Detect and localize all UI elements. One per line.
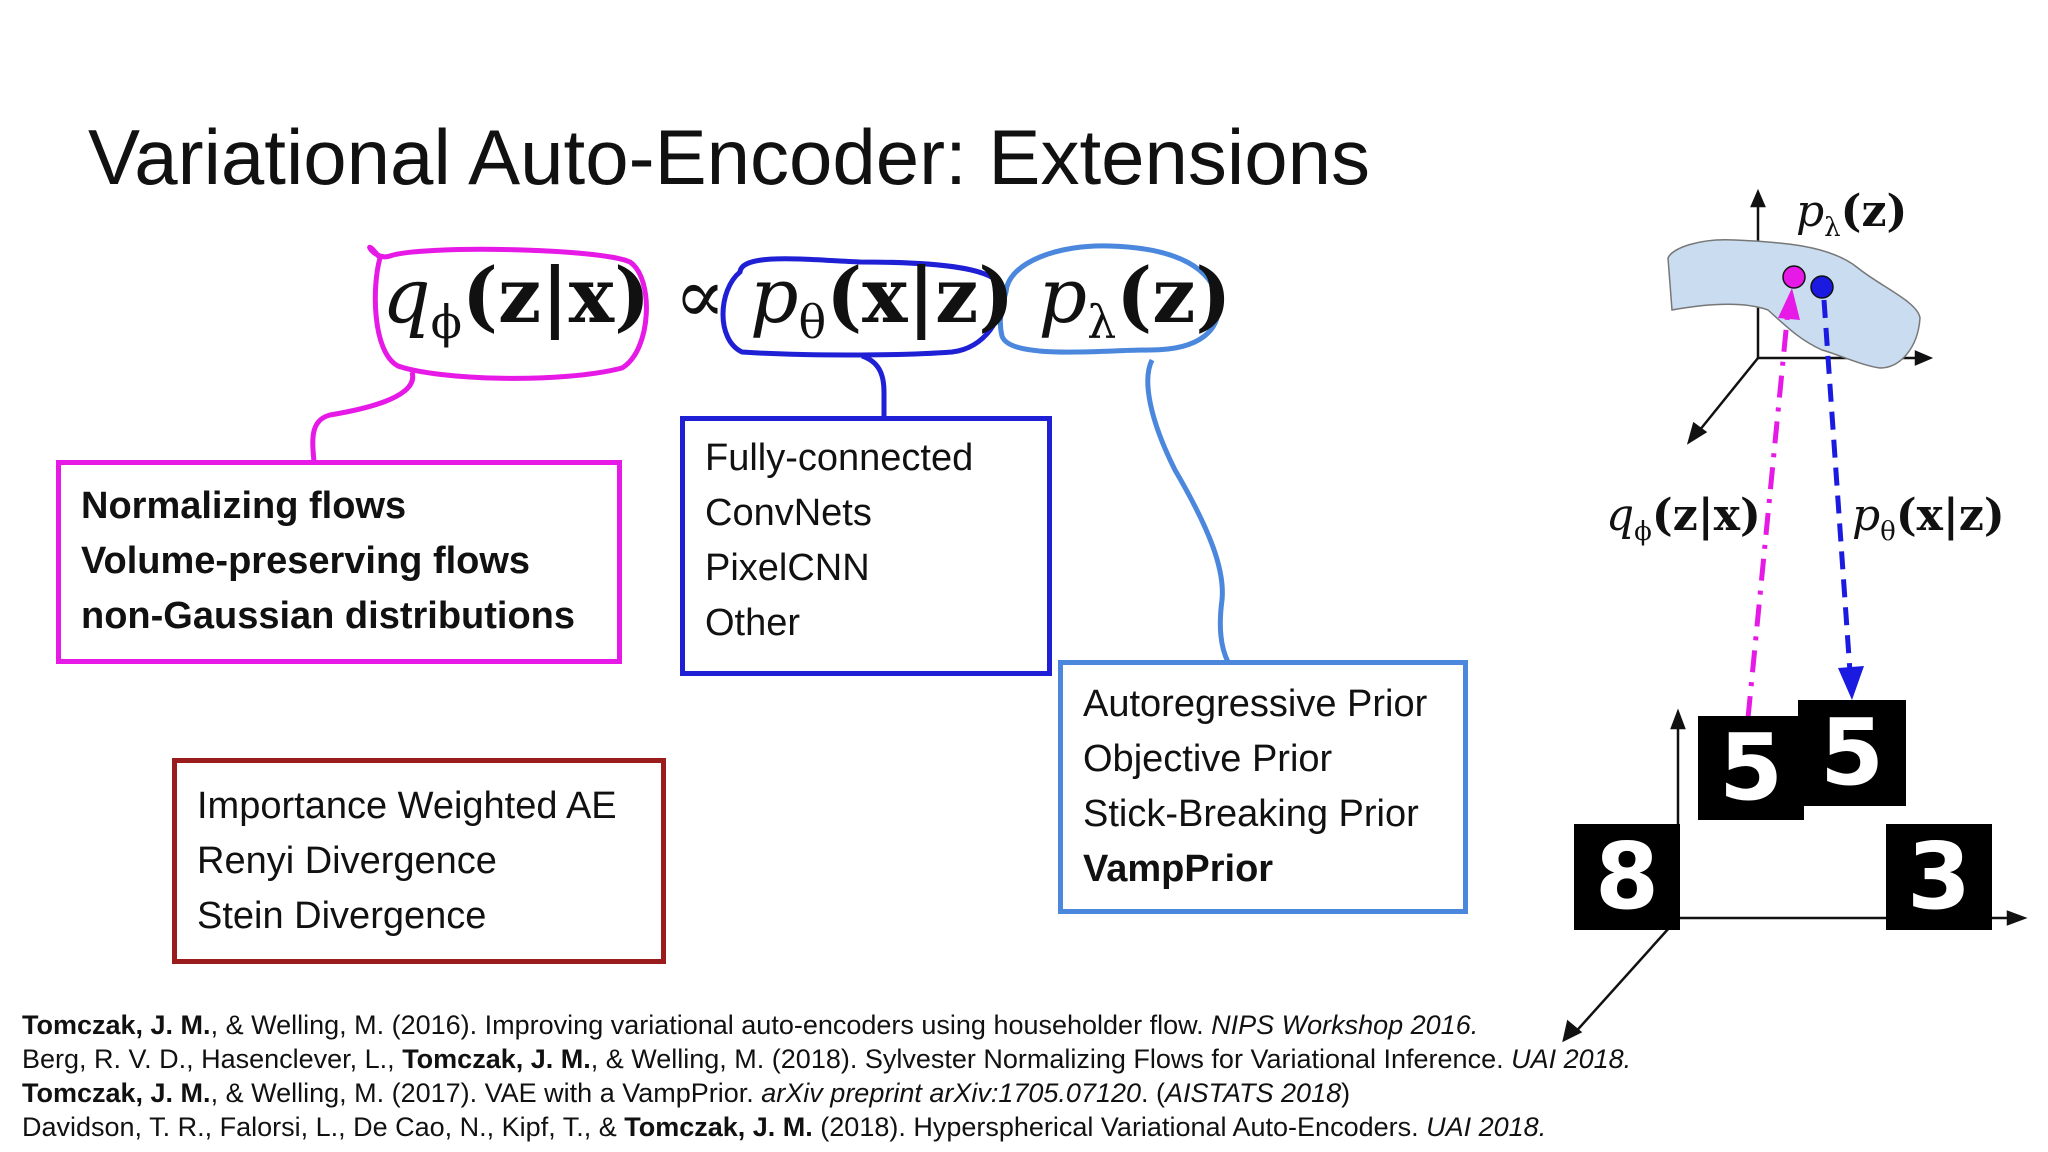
reference-line: Tomczak, J. M., & Welling, M. (2017). VA…: [22, 1078, 1351, 1108]
encoder-label: qϕ(z|x): [1606, 490, 1761, 547]
likelihood-outline: [720, 256, 1005, 358]
likelihood-item: Other: [705, 602, 801, 644]
objectives-box: Importance Weighted AE Renyi Divergence …: [172, 758, 666, 964]
likelihood-box: Fully-connected ConvNets PixelCNN Other: [680, 416, 1052, 676]
likelihood-item: PixelCNN: [705, 547, 870, 589]
prior-item: Objective Prior: [1083, 738, 1333, 780]
digit-tile: 3: [1886, 824, 1992, 930]
objectives-item: Stein Divergence: [197, 895, 487, 937]
objectives-item: Renyi Divergence: [197, 840, 497, 882]
reference-line: Berg, R. V. D., Hasenclever, L., Tomczak…: [22, 1044, 1632, 1074]
prior-box: Autoregressive Prior Objective Prior Sti…: [1058, 660, 1468, 914]
main-equation: qϕ(z|x) ∝ pθ(x|z) pλ(z): [382, 258, 1231, 346]
posterior-connector: [310, 371, 416, 463]
prior-item: Stick-Breaking Prior: [1083, 793, 1419, 835]
posterior-outline: [367, 244, 649, 381]
likelihood-item: ConvNets: [705, 492, 872, 534]
reference-line: Davidson, T. R., Falorsi, L., De Cao, N.…: [22, 1112, 1547, 1142]
proportional-symbol: ∝: [674, 251, 726, 340]
references: Tomczak, J. M., & Welling, M. (2016). Im…: [22, 1008, 1631, 1144]
posterior-box: Normalizing flows Volume-preserving flow…: [56, 460, 622, 664]
decoder-arrowhead: [1838, 666, 1864, 700]
decoder-label: pθ(x|z): [1852, 490, 2005, 547]
posterior-item: non-Gaussian distributions: [81, 595, 576, 637]
decoder-arrow: [1821, 299, 1853, 673]
likelihood-connector: [861, 353, 887, 416]
prior-outline: [997, 243, 1221, 355]
digit-tile: 8: [1574, 824, 1680, 930]
prior-term: pλ(z): [1038, 251, 1232, 350]
posterior-term: qϕ(z|x): [382, 251, 651, 350]
encoder-arrowhead: [1778, 288, 1800, 320]
reference-line: Tomczak, J. M., & Welling, M. (2016). Im…: [22, 1010, 1479, 1040]
posterior-item: Volume-preserving flows: [81, 540, 531, 582]
encoded-point: [1782, 265, 1806, 289]
digit-tile: 5: [1698, 716, 1804, 820]
likelihood-term: pθ(x|z): [749, 251, 1015, 350]
encoder-arrow: [1745, 309, 1791, 719]
digit-tile: 5: [1798, 700, 1906, 806]
posterior-item: Normalizing flows: [81, 485, 407, 527]
prior-label: pλ(z): [1796, 186, 1908, 243]
prior-item: VampPrior: [1083, 848, 1274, 890]
prior-item: Autoregressive Prior: [1083, 683, 1428, 725]
sampled-point: [1810, 275, 1834, 299]
likelihood-item: Fully-connected: [705, 437, 974, 479]
objectives-item: Importance Weighted AE: [197, 785, 617, 827]
slide-title: Variational Auto-Encoder: Extensions: [88, 113, 1370, 201]
prior-connector: [1145, 358, 1231, 664]
